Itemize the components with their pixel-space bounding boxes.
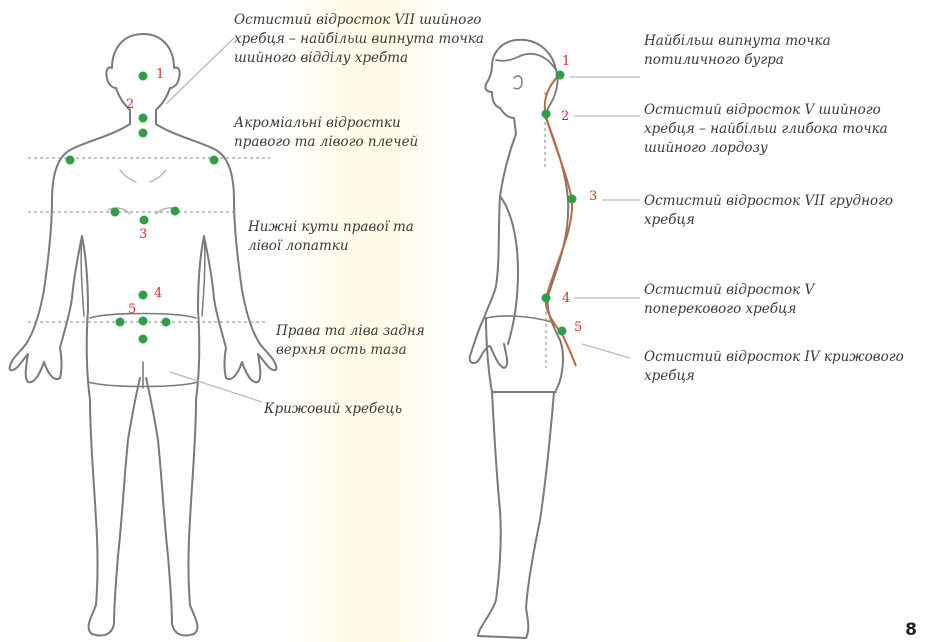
page-number: 8: [905, 620, 917, 640]
back-marker-neck-1: [139, 114, 148, 123]
side-markers: [542, 71, 577, 336]
side-reference-lines: [545, 92, 546, 368]
back-left-side-outline: [10, 124, 140, 636]
back-marker-pelvis-right: [162, 318, 171, 327]
back-marker-c7: [139, 72, 148, 81]
back-label-scapula: Нижні кути правої та лівої лопатки: [248, 218, 438, 256]
back-marker-scapula-left: [111, 208, 120, 217]
side-label-l5: Остистий відросток V поперекового хребця: [644, 281, 844, 319]
side-legs-outline: [478, 392, 554, 638]
back-marker-sacrum: [139, 335, 148, 344]
side-label-occiput: Найбільш випнута точка потиличного бугра: [644, 32, 874, 70]
back-number-1: 1: [156, 68, 164, 82]
back-number-3: 3: [139, 228, 147, 242]
back-label-pelvis: Права та ліва задня верхня ость таза: [276, 322, 456, 360]
side-marker-5: [558, 327, 567, 336]
back-marker-acromion-left: [66, 156, 75, 165]
side-callout-lines: [570, 77, 640, 358]
back-label-sacrum: Крижовий хребець: [264, 400, 464, 419]
back-right-side-outline: [146, 124, 276, 636]
side-marker-3: [568, 195, 577, 204]
back-marker-scapula-right: [171, 207, 180, 216]
back-marker-pelvis-mid: [139, 317, 148, 326]
side-number-3: 3: [589, 190, 597, 204]
back-number-2: 2: [126, 98, 134, 112]
side-number-2: 2: [561, 110, 569, 124]
side-marker-2: [542, 110, 551, 119]
back-marker-spine-mid: [140, 216, 149, 225]
back-marker-acromion-right: [210, 156, 219, 165]
side-view-figure: [470, 40, 569, 638]
side-label-t7: Остистий відросток VII грудного хребця: [644, 192, 924, 230]
back-marker-lumbar: [139, 291, 148, 300]
back-label-acromion: Акроміальні відростки правого та лівого …: [234, 114, 439, 152]
back-number-4: 4: [154, 287, 162, 301]
back-number-5: 5: [128, 303, 136, 317]
back-marker-neck-2: [139, 129, 148, 138]
side-marker-1: [556, 71, 565, 80]
back-marker-pelvis-left: [116, 318, 125, 327]
side-number-5: 5: [574, 321, 582, 335]
side-number-1: 1: [562, 55, 570, 69]
side-marker-4: [542, 294, 551, 303]
side-label-c5: Остистий відросток V шийного хребця – на…: [644, 101, 919, 158]
side-label-s4: Остистий відросток IV крижового хребця: [644, 348, 929, 386]
back-label-c7: Остистий відросток VII шийного хребця – …: [234, 11, 509, 68]
side-body-outline: [470, 134, 518, 368]
side-number-4: 4: [562, 292, 570, 306]
